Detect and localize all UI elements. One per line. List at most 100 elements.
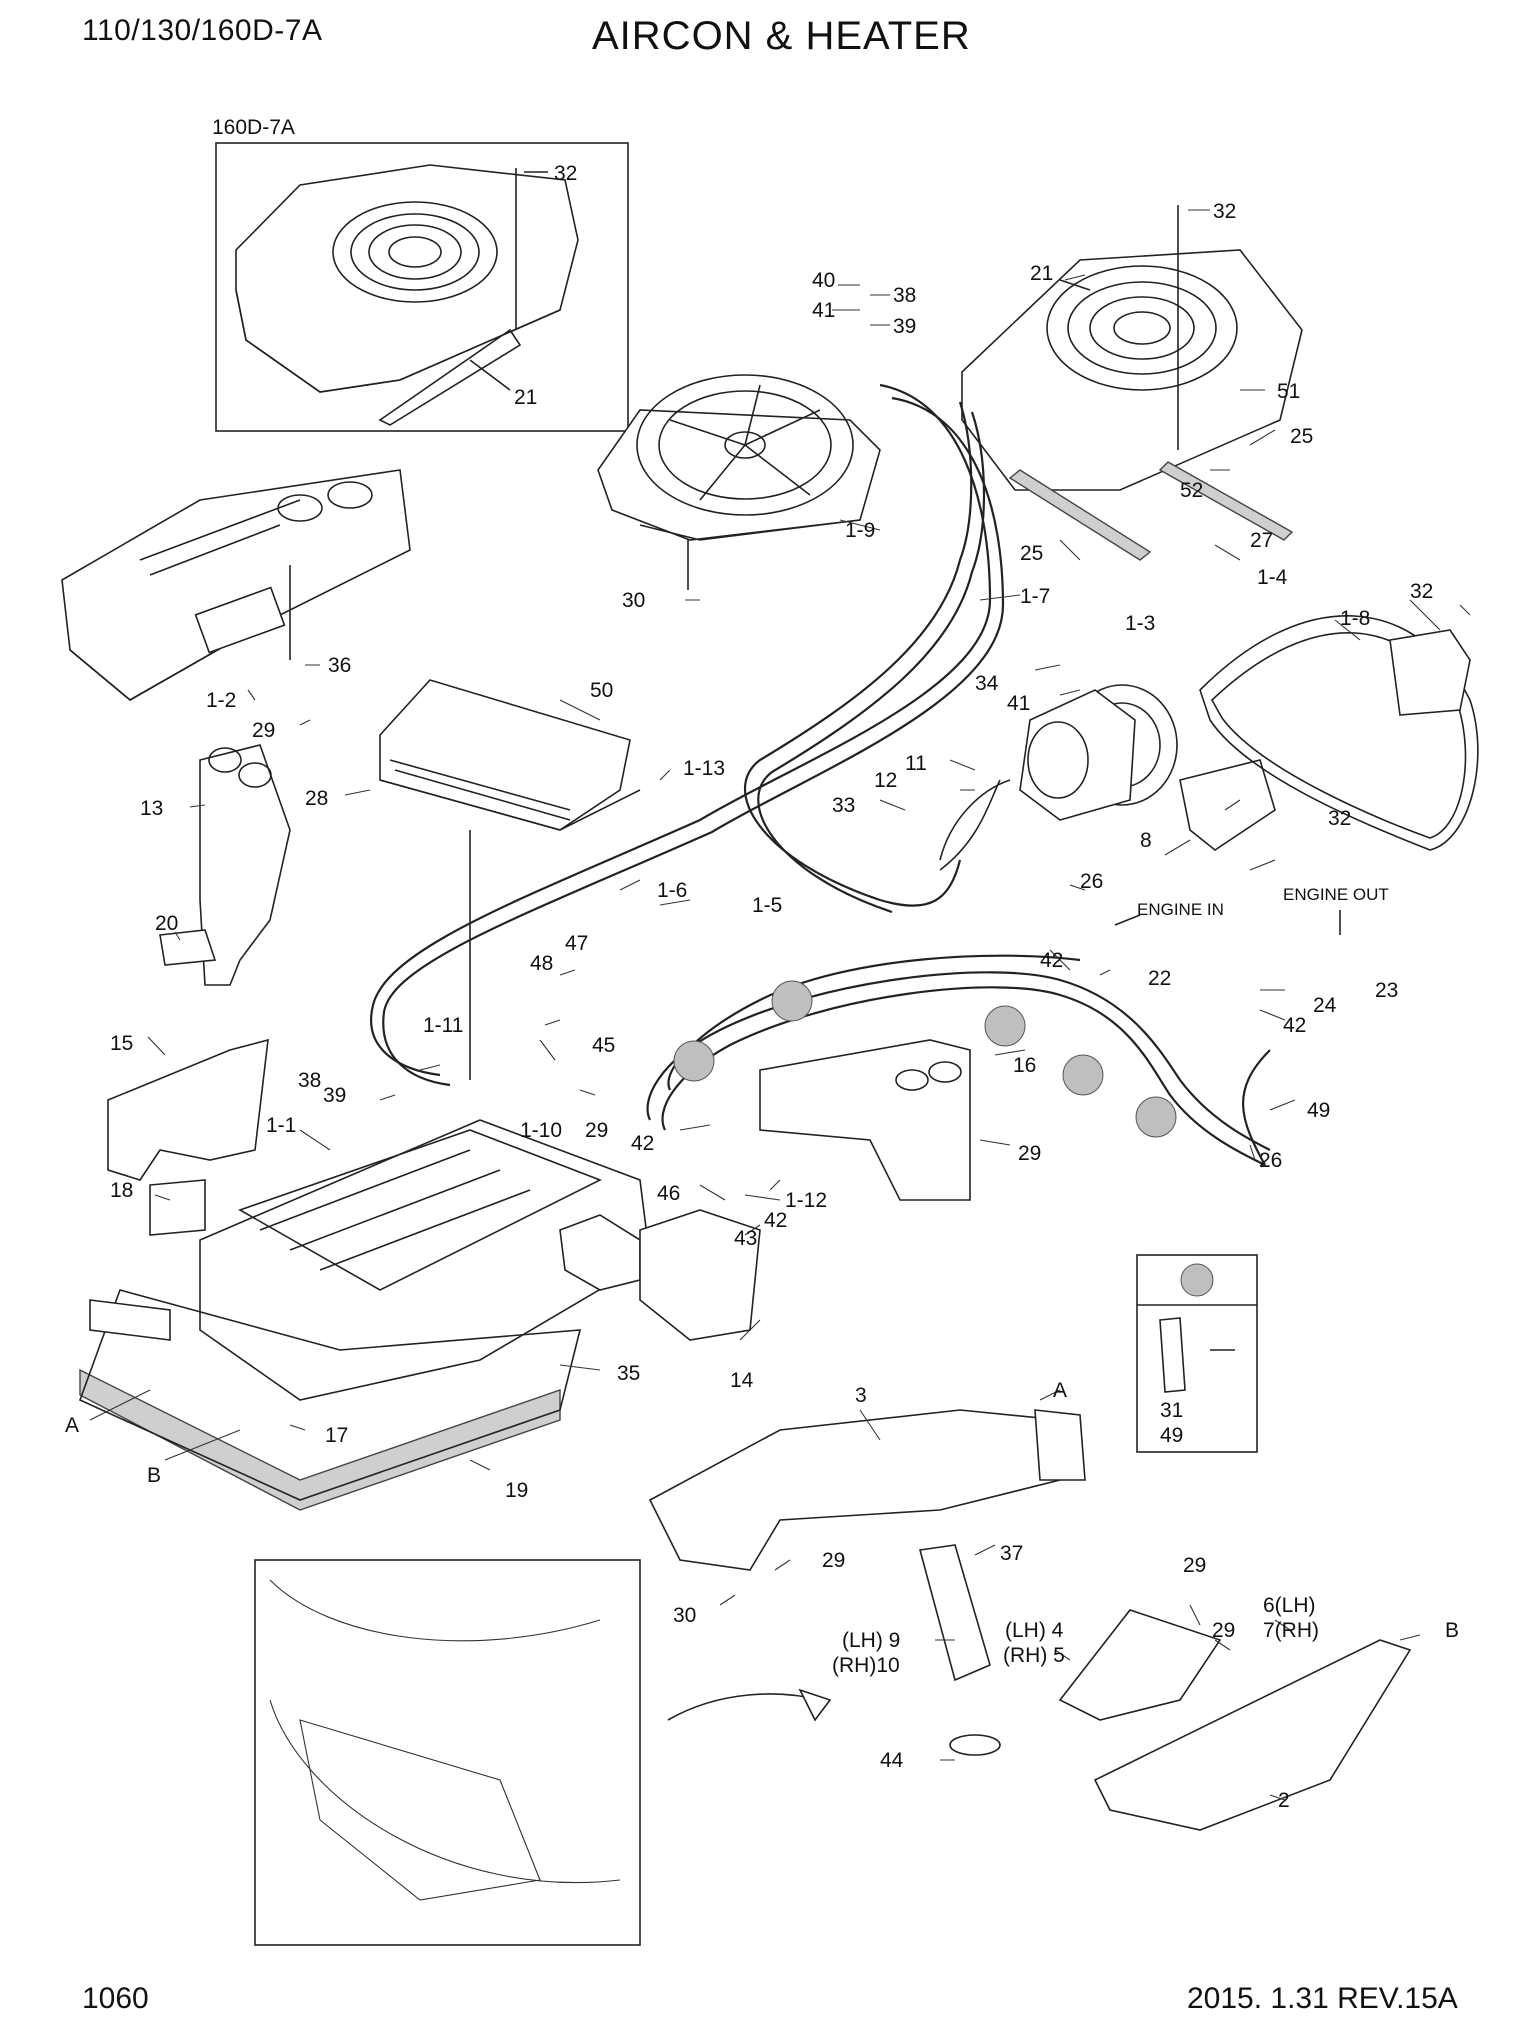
callout-inset-32: 32 [554, 162, 577, 185]
page-number: 1060 [82, 1982, 149, 2015]
callout-8: 8 [1140, 829, 1152, 852]
page-title: AIRCON & HEATER [592, 14, 971, 58]
callout-1-11: 1-11 [423, 1014, 463, 1037]
callout-27: 27 [1250, 529, 1273, 552]
callout-3: 3 [855, 1384, 867, 1407]
hvac-unit [78, 1119, 761, 1511]
evaporator-core [379, 679, 641, 1080]
callout-1-3: 1-3 [1125, 612, 1155, 635]
revision-date: 2015. 1.31 REV.15A [1187, 1982, 1458, 2015]
callout-7: 7(RH) [1263, 1619, 1319, 1642]
callout-25: 25 [1290, 425, 1313, 448]
callout-13: 13 [140, 797, 163, 820]
callout-49: 49 [1160, 1424, 1183, 1447]
callout-40: 40 [812, 269, 835, 292]
callout-21: 21 [1030, 262, 1053, 285]
callout-18: 18 [110, 1179, 133, 1202]
callout-42: 42 [1040, 949, 1063, 972]
model-number: 110/130/160D-7A [82, 14, 323, 47]
callout-38: 38 [893, 284, 916, 307]
callout-37: 37 [1000, 1542, 1023, 1565]
engine-in-label: ENGINE IN [1137, 900, 1224, 919]
callout-38: 38 [298, 1069, 321, 1092]
callout-29: 29 [822, 1549, 845, 1572]
callout-23: 23 [1375, 979, 1398, 1002]
callout-22: 22 [1148, 967, 1171, 990]
dashboard-panel [61, 469, 411, 701]
engine-in-arrow [1114, 914, 1141, 926]
callout-30: 30 [673, 1604, 696, 1627]
condenser-cover [961, 205, 1303, 561]
callout-29: 29 [585, 1119, 608, 1142]
compressor-assembly [1019, 615, 1479, 851]
callout-29: 29 [1018, 1142, 1041, 1165]
callout-b: B [1445, 1619, 1459, 1642]
inset-label: 160D-7A [212, 116, 295, 139]
callout-25: 25 [1020, 542, 1043, 565]
callout-14: 14 [730, 1369, 754, 1392]
callout-39: 39 [323, 1084, 346, 1107]
callout-20: 20 [155, 912, 178, 935]
callout-inset-21: 21 [514, 386, 537, 409]
callout-26: 26 [1259, 1149, 1282, 1172]
callout-17: 17 [325, 1424, 348, 1447]
callout-4: (LH) 4 [1005, 1619, 1064, 1642]
callout-1-6: 1-6 [657, 879, 687, 902]
callout-labels: 40 38 41 39 21 32 51 25 52 25 27 1-9 30 … [65, 200, 1459, 1812]
inset-cover-drawing [235, 164, 579, 426]
callout-26: 26 [1080, 870, 1103, 893]
callout-1-8: 1-8 [1340, 607, 1370, 630]
engine-out-label: ENGINE OUT [1283, 885, 1389, 904]
callout-24: 24 [1313, 994, 1337, 1017]
callout-10: (RH)10 [832, 1654, 900, 1677]
callout-32: 32 [1410, 580, 1433, 603]
condenser-fan-assembly [597, 374, 881, 590]
callout-47: 47 [565, 932, 588, 955]
callout-1-4: 1-4 [1257, 566, 1288, 589]
callout-1-10: 1-10 [520, 1119, 562, 1142]
callout-5: (RH) 5 [1003, 1644, 1065, 1667]
callout-39: 39 [893, 315, 916, 338]
callout-44: 44 [880, 1749, 904, 1772]
callout-1-5: 1-5 [752, 894, 782, 917]
callout-28: 28 [305, 787, 328, 810]
cab-view-inset [254, 1559, 832, 1946]
callout-29: 29 [1212, 1619, 1235, 1642]
callout-45: 45 [592, 1034, 615, 1057]
callout-1-9: 1-9 [845, 519, 875, 542]
callout-42: 42 [1283, 1014, 1306, 1037]
callout-32: 32 [1213, 200, 1236, 223]
callout-29: 29 [1183, 1554, 1206, 1577]
callout-2: 2 [1278, 1789, 1290, 1812]
callout-b: B [147, 1464, 161, 1487]
detail-box-49 [1136, 1254, 1258, 1453]
callout-48: 48 [530, 952, 553, 975]
callout-30: 30 [622, 589, 645, 612]
callout-1-1: 1-1 [266, 1114, 296, 1137]
rear-ducts [648, 1409, 1412, 1831]
callout-33: 33 [832, 794, 855, 817]
callout-19: 19 [505, 1479, 528, 1502]
callout-32: 32 [1328, 807, 1351, 830]
refrigerant-hoses [370, 383, 1011, 1087]
callout-36: 36 [328, 654, 351, 677]
callout-1-13: 1-13 [683, 757, 725, 780]
callout-41: 41 [1007, 692, 1030, 715]
leader-lines [89, 209, 1471, 1801]
callout-42: 42 [631, 1132, 654, 1155]
callout-51: 51 [1277, 380, 1300, 403]
heater-valve-bracket [759, 1039, 971, 1201]
callout-50: 50 [590, 679, 613, 702]
callout-1-2: 1-2 [206, 689, 236, 712]
callout-a: A [1053, 1379, 1067, 1402]
callout-42: 42 [764, 1209, 787, 1232]
callout-35: 35 [617, 1362, 640, 1385]
callout-a: A [65, 1414, 79, 1437]
callout-41: 41 [812, 299, 835, 322]
callout-1-7: 1-7 [1020, 585, 1050, 608]
callout-12: 12 [874, 769, 897, 792]
callout-29: 29 [252, 719, 275, 742]
callout-16: 16 [1013, 1054, 1036, 1077]
callout-9: (LH) 9 [842, 1629, 900, 1652]
